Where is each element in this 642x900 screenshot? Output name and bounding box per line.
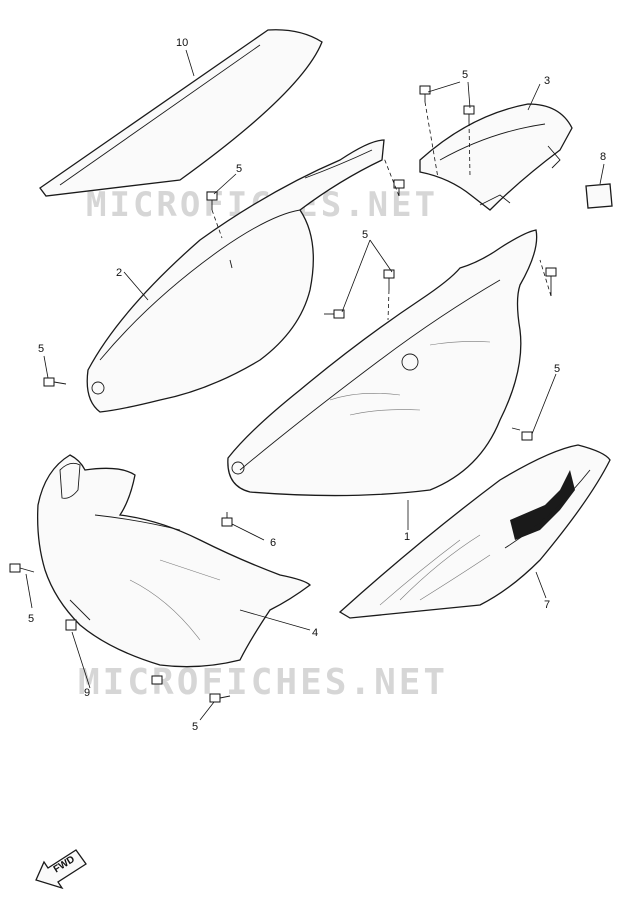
bolt-10 — [221, 512, 233, 527]
watermark-bottom: MICROFICHES.NET — [78, 662, 448, 703]
bolt-1 — [419, 85, 431, 102]
callout-2: 2 — [116, 267, 122, 279]
bolt-7 — [324, 309, 345, 319]
callout-5-upper-left: 5 — [236, 163, 242, 175]
forward-arrow-icon: FWD — [35, 849, 87, 890]
callout-5-center: 5 — [362, 229, 368, 241]
callout-7: 7 — [544, 599, 550, 611]
bolt-13 — [151, 675, 163, 685]
grommet-9 — [65, 619, 77, 631]
callout-4: 4 — [312, 627, 318, 639]
bolt-2 — [463, 105, 475, 122]
callout-numbers: 10 5 3 8 5 5 2 5 5 1 6 5 4 7 9 5 — [28, 37, 606, 733]
part-10-pad — [39, 29, 323, 197]
bolt-12 — [209, 693, 231, 703]
part-8-label — [585, 183, 613, 209]
part-7-decal — [338, 444, 611, 619]
callout-5-left: 5 — [38, 343, 44, 355]
part-4-lower-cover — [37, 454, 311, 668]
bolt-6 — [545, 267, 557, 296]
bolt-set — [9, 85, 557, 703]
callout-10: 10 — [176, 37, 188, 49]
bolt-4 — [393, 179, 405, 196]
part-3-tail-cover — [419, 103, 573, 211]
callout-6: 6 — [270, 537, 276, 549]
callout-5-bottom: 5 — [192, 721, 198, 733]
part-1-side-cover — [227, 229, 538, 497]
callout-3: 3 — [544, 75, 550, 87]
callout-5-right: 5 — [554, 363, 560, 375]
bolt-8 — [43, 377, 67, 387]
callout-5-lower-left: 5 — [28, 613, 34, 625]
leader-lines — [25, 49, 605, 721]
bolt-3 — [206, 191, 218, 210]
callout-8: 8 — [600, 151, 606, 163]
part-2-side-panel — [86, 139, 385, 413]
callout-1: 1 — [404, 531, 410, 543]
callout-5-top: 5 — [462, 69, 468, 81]
bolt-11 — [9, 563, 35, 573]
bolt-5 — [383, 269, 395, 290]
callout-9: 9 — [84, 687, 90, 699]
bolt-9 — [511, 427, 533, 441]
